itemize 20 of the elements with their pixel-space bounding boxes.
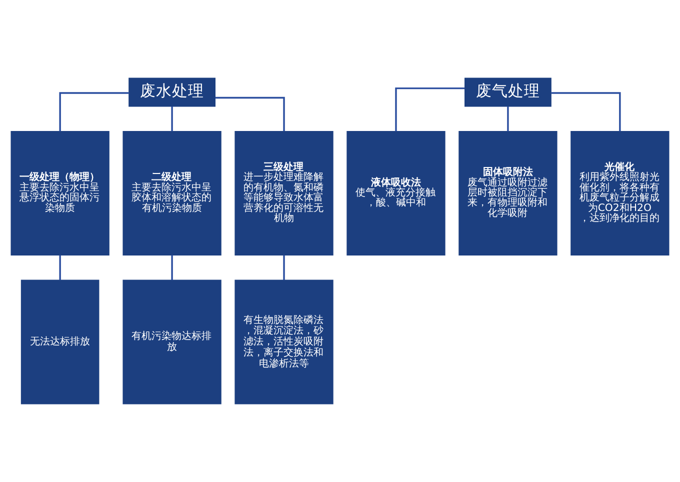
connector xyxy=(171,106,173,132)
connector xyxy=(59,92,129,132)
node-box: 废水处理 xyxy=(128,78,216,107)
connector xyxy=(171,255,173,280)
node-box: 废气处理 xyxy=(464,78,552,107)
connector xyxy=(395,87,465,132)
connector xyxy=(59,255,61,280)
connector xyxy=(551,92,621,132)
node-box: 一级处理（物理） 主要去除污水中呈悬浮状态的固体污染物质 xyxy=(10,130,110,256)
node-box: 光催化 利用紫外线照射光催化剂，将各种有机废气粒子分解成为CO2和H2O，达到净化的目的 xyxy=(570,130,670,256)
connector xyxy=(507,106,509,132)
node-box: 有机污染物达标排放 xyxy=(122,280,222,404)
node-box: 液体吸收法 使气、液充分接触，酸、碱中和 xyxy=(346,130,446,256)
node-box: 无法达标排放 xyxy=(20,280,100,404)
node-box: 三级处理 进一步处理难降解的有机物、氮和磷等能够导致水体富营养化的可溶性无机物 xyxy=(234,130,334,256)
node-box: 固体吸附法 废气通过吸附过滤层时被阻挡沉淀下来，有物理吸附和化学吸附 xyxy=(458,130,558,256)
connector xyxy=(215,96,285,132)
node-box: 有生物脱氮除磷法，混凝沉淀法，砂滤法，活性炭吸附法，离子交换法和电渗析法等 xyxy=(234,280,334,404)
connector xyxy=(283,255,285,280)
node-box: 二级处理 主要去除污水中呈胶体和溶解状态的有机污染物质 xyxy=(122,130,222,256)
